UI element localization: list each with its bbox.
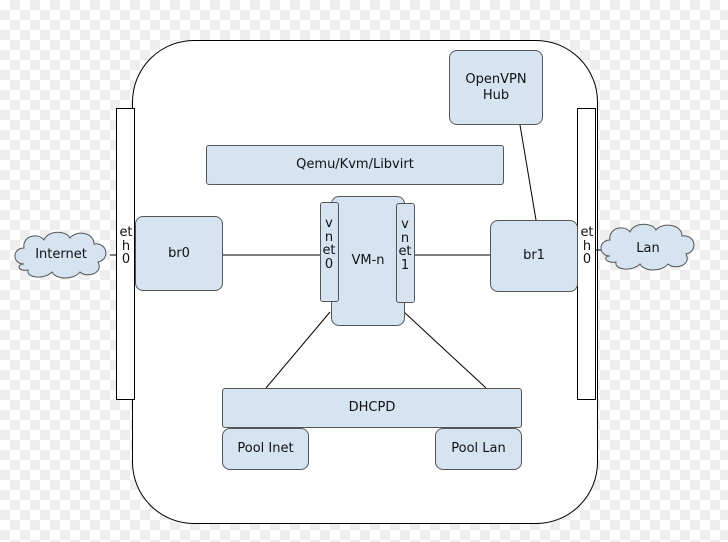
br1-bridge-box: br1 bbox=[490, 220, 578, 292]
lan-label: Lan bbox=[636, 240, 660, 256]
pool-lan-box: Pool Lan bbox=[435, 428, 522, 470]
hypervisor-box: Qemu/Kvm/Libvirt bbox=[206, 145, 504, 185]
br0-bridge-box: br0 bbox=[135, 216, 223, 291]
vnet1-interface bbox=[396, 203, 415, 303]
eth0-left-interface bbox=[116, 108, 135, 400]
lan-cloud: Lan bbox=[596, 220, 700, 276]
line-vm-dhcpd-right bbox=[403, 311, 487, 389]
internet-label: Internet bbox=[35, 246, 87, 262]
eth0-right-label: eth0 bbox=[580, 225, 594, 267]
dhcpd-box: DHCPD bbox=[222, 388, 522, 428]
cloud-icon bbox=[14, 231, 107, 279]
internet-cloud: Internet bbox=[10, 226, 112, 282]
line-vm-dhcpd-left bbox=[265, 311, 331, 389]
vnet0-label: vnet0 bbox=[322, 216, 336, 272]
cloud-icon bbox=[600, 223, 695, 271]
eth0-left-label: eth0 bbox=[119, 225, 133, 267]
vm-box: VM-n bbox=[331, 196, 405, 326]
vnet0-interface bbox=[320, 202, 339, 302]
openvpn-hub-box: OpenVPN Hub bbox=[449, 50, 543, 125]
vnet1-label: vnet1 bbox=[398, 217, 412, 273]
line-openvpn-br1 bbox=[519, 124, 537, 221]
pool-inet-box: Pool Inet bbox=[222, 428, 309, 470]
